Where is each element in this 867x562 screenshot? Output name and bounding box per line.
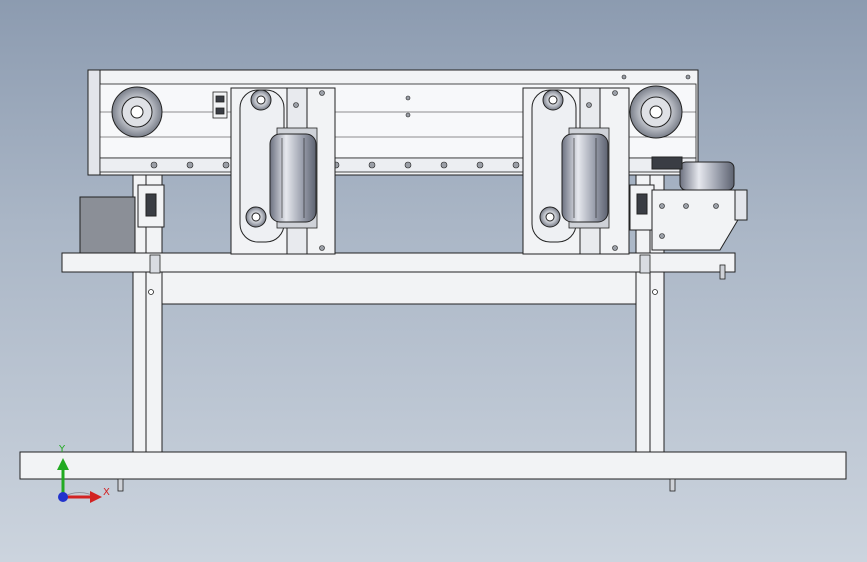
right-carriage: [522, 87, 630, 255]
y-axis-label: Y: [59, 444, 66, 455]
cross-frame: [61, 252, 736, 305]
left-end-roller: [111, 86, 163, 138]
motor-bracket: [629, 156, 748, 251]
left-carriage: [230, 87, 336, 255]
base-plate: [19, 451, 847, 492]
x-axis-label: X: [103, 487, 110, 498]
left-leg: [132, 174, 163, 453]
left-gearbox: [79, 184, 165, 254]
z-axis-dot: [58, 492, 68, 502]
coordinate-triad[interactable]: [57, 458, 102, 503]
y-axis-arrowhead: [57, 458, 69, 470]
right-end-roller: [629, 85, 683, 139]
x-axis-arrowhead: [90, 491, 102, 503]
